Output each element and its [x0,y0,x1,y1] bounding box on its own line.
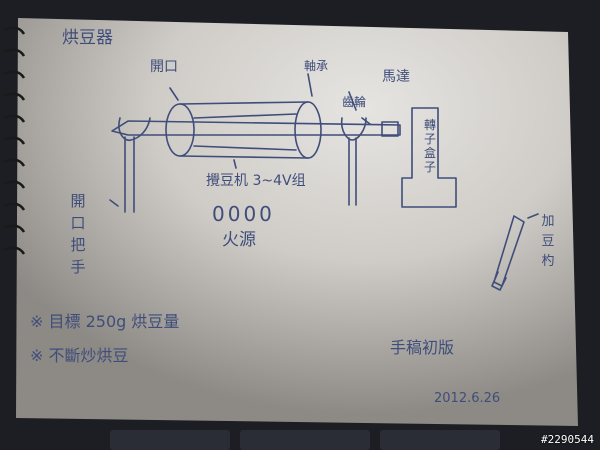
label-lid: 開口 [150,59,178,75]
note-2: ※ 不斷炒烘豆 [30,346,129,365]
spiral-binding [3,26,26,255]
label-motor-box: 轉子盒子 [423,118,436,174]
gear-shape [381,121,399,137]
spoon-shape [491,215,525,291]
label-motor: 馬達 [382,69,410,85]
roasting-drum [165,101,322,159]
left-support [118,117,151,213]
label-spoon: 加豆杓 [541,214,555,269]
note-1: ※ 目標 250g 烘豆量 [30,312,180,331]
label-battery-symbols: 0000 [212,202,275,226]
drum-shaft [111,120,401,136]
right-support [340,117,367,206]
watermark-id: #2290544 [541,433,594,446]
caption: 手稿初版 [390,338,455,357]
label-bearing: 軸承 [304,59,329,73]
label-handle: 開口把手 [70,192,86,276]
label-power: 火源 [222,230,256,250]
date: 2012.6.26 [434,391,501,406]
label-gear: 齒輪 [342,95,367,109]
label-drum: 攪豆机 3~4V组 [206,173,306,189]
motor-box-shape [401,107,457,208]
sketch-title: 烘豆器 [62,28,113,48]
